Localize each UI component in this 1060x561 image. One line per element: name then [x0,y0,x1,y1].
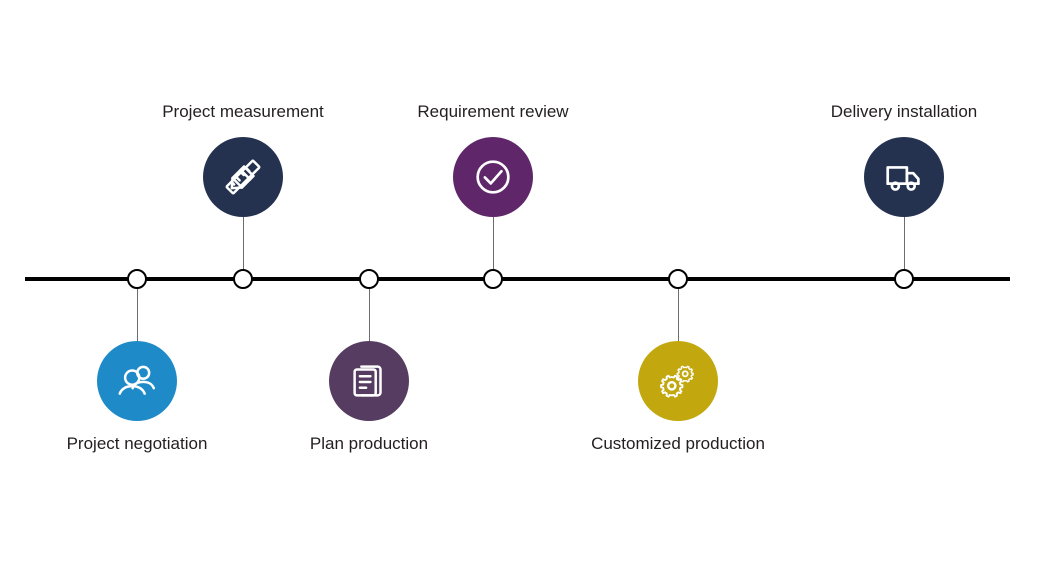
step-label: Project measurement [162,102,324,121]
check-circle-icon [470,154,516,200]
timeline-marker[interactable] [483,269,503,289]
delivery-truck-icon [881,154,927,200]
step-label: Delivery installation [830,102,978,121]
step-icon-disc[interactable] [864,137,944,217]
connector-stem [369,279,370,341]
timeline-marker[interactable] [359,269,379,289]
step-label: Customized production [591,434,765,453]
timeline-marker[interactable] [668,269,688,289]
step-icon-disc[interactable] [329,341,409,421]
connector-stem [678,279,679,341]
step-icon-disc[interactable] [97,341,177,421]
step-icon-disc[interactable] [638,341,718,421]
gears-icon [655,358,701,404]
timeline-axis [25,277,1010,281]
step-label: Project negotiation [66,434,208,453]
timeline-marker[interactable] [894,269,914,289]
step-icon-disc[interactable] [453,137,533,217]
connector-stem [243,217,244,279]
connector-stem [137,279,138,341]
timeline-marker[interactable] [233,269,253,289]
step-label: Requirement review [417,102,569,121]
connector-stem [493,217,494,279]
step-label: Plan production [309,434,429,453]
connector-stem [904,217,905,279]
step-icon-disc[interactable] [203,137,283,217]
people-group-icon [114,358,160,404]
documents-stack-icon [346,358,392,404]
timeline-marker[interactable] [127,269,147,289]
ruler-pencil-icon [220,154,266,200]
